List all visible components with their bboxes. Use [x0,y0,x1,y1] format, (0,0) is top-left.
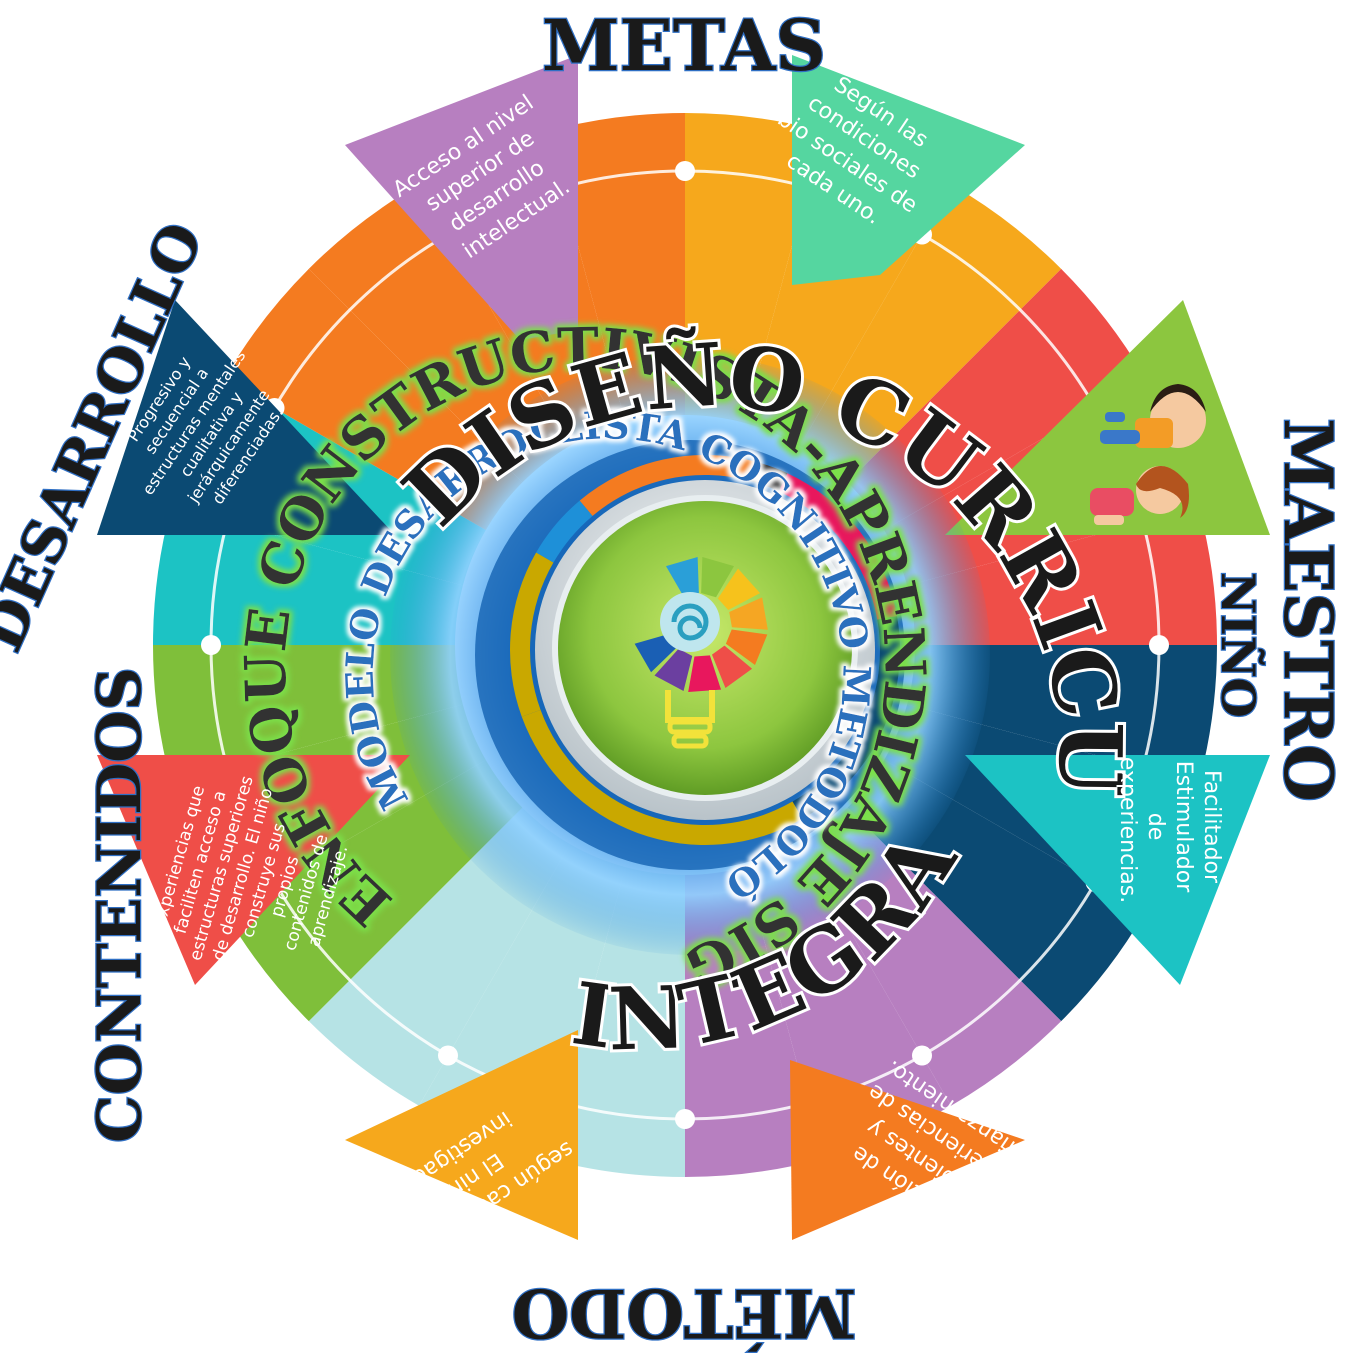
bulb-petal [717,568,761,610]
core-circle [552,495,858,801]
bulb-petal [711,645,753,689]
inner-ring-segment [510,552,554,717]
inner-ring-segment [579,455,756,516]
ring-dot [201,635,221,655]
wedge-nino-conditions [792,55,1025,285]
label-contenidos: CONTENIDOS [85,667,155,1143]
ring-segment [153,645,463,783]
bulb-petal [701,557,734,598]
bulb-petal [725,629,768,665]
bulb-petal [688,655,722,692]
inner-color-ring [510,455,900,845]
label-metodo: MÉTODO [512,1274,857,1352]
bulb-petal [666,557,699,598]
ring-segment [685,113,823,423]
ring-segment [308,184,570,483]
inner-ring-segment [778,473,898,620]
bulb-petal [634,633,677,673]
ring-dot [438,1045,458,1066]
bulb-petal [729,597,768,630]
maestro-wedge-text: Facilitador Estimulador de experiencias. [1115,757,1224,903]
ring-segment [800,184,1062,483]
label-metas: METAS [542,4,826,87]
label-maestro: MAESTRO [1269,418,1347,802]
inner-ring-segment [536,500,593,563]
ring-segment [547,113,685,423]
wedge-metodo-left [345,1030,578,1240]
wedge-metodo-right [790,1060,1025,1240]
wedge-maestro [965,755,1270,985]
desarrollo-wedge-text: Progresivo y secuencial a estructuras me… [103,319,304,534]
bulb-petal [654,648,693,691]
wedge-metas [345,55,578,340]
wedge-contenidos [97,755,410,985]
ring-dot [1149,635,1169,655]
lightbulb-icon [634,557,768,749]
wedge-desarrollo [97,300,395,535]
inner-ring-segment [792,616,900,819]
inner-ring-segment [521,709,803,845]
ring-segment [847,268,1146,530]
ring-dot [675,1109,695,1129]
inner-ring-segment [750,461,788,492]
ring-segment [153,507,463,645]
label-nino: NIÑO [1211,572,1266,718]
children-illustration [1090,384,1206,525]
ring-dot [912,1045,932,1066]
ring-segment [224,268,523,530]
ring-dot [675,161,695,181]
